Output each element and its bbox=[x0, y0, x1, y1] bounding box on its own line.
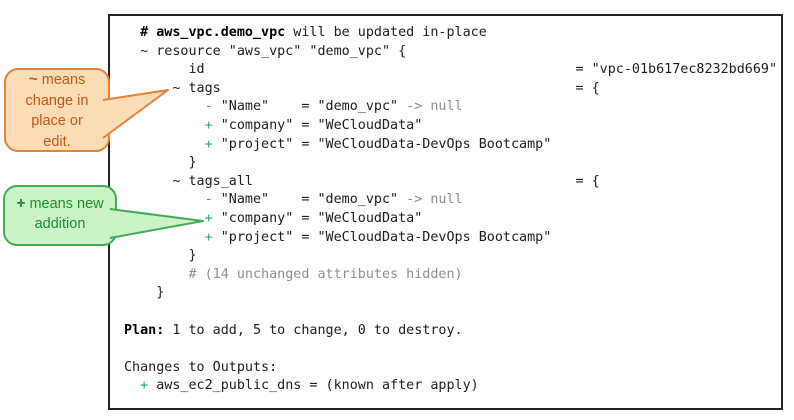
terminal-line: + "project" = "WeCloudData-DevOps Bootca… bbox=[124, 136, 777, 155]
terminal-line-segment: Changes to Outputs: bbox=[124, 359, 278, 375]
terminal-line-segment bbox=[124, 230, 205, 245]
terminal-line: Changes to Outputs: bbox=[124, 359, 777, 378]
terminal-line-segment bbox=[124, 25, 140, 40]
callout-tilde-line: ~ means bbox=[6, 70, 108, 91]
callout-tilde-line-segment: place or bbox=[31, 113, 83, 129]
callout-tilde-line-segment: means bbox=[37, 72, 86, 88]
callout-tilde-line-segment: ~ bbox=[28, 71, 38, 88]
terminal-line: ~ resource "aws_vpc" "demo_vpc" { bbox=[124, 43, 777, 62]
terminal-line bbox=[124, 340, 777, 359]
terminal-line-segment bbox=[124, 267, 189, 282]
terminal-line-segment: Plan: bbox=[124, 322, 165, 338]
terminal-line: + aws_ec2_public_dns = (known after appl… bbox=[124, 377, 777, 396]
terminal-line-segment bbox=[124, 137, 205, 152]
terminal-line-segment: will be updated in-place bbox=[285, 25, 487, 40]
terminal-line: + "project" = "WeCloudData-DevOps Bootca… bbox=[124, 229, 777, 248]
terraform-plan-panel: # aws_vpc.demo_vpc will be updated in-pl… bbox=[108, 14, 783, 410]
terminal-line-segment: + bbox=[204, 210, 213, 226]
terminal-line-segment: aws_ec2_public_dns = (known after apply) bbox=[148, 378, 479, 394]
callout-plus-note: + means new addition bbox=[3, 185, 117, 246]
terminal-line-segment bbox=[124, 99, 205, 114]
terminal-line-segment: 1 to add, 5 to change, 0 to destroy. bbox=[164, 322, 463, 338]
terminal-line-segment: } bbox=[124, 248, 197, 264]
terminal-line-segment: + bbox=[140, 378, 149, 394]
terminal-line-segment: + bbox=[204, 229, 213, 245]
terminal-line: - "Name" = "demo_vpc" -> null bbox=[124, 98, 777, 117]
terminal-line-segment: id = "vpc-01b617ec8232bd669" bbox=[124, 62, 778, 78]
callout-tilde-line: place or bbox=[6, 111, 108, 132]
terminal-line-segment: + bbox=[204, 117, 213, 133]
terminal-line-segment bbox=[124, 211, 205, 226]
terminal-line-segment: -> null bbox=[406, 99, 463, 115]
terminal-line-segment bbox=[124, 118, 205, 133]
terminal-line-segment: ~ resource "aws_vpc" "demo_vpc" { bbox=[124, 43, 407, 59]
terminal-line: ~ tags = { bbox=[124, 80, 777, 99]
terminal-line-segment: - bbox=[204, 99, 213, 115]
terminal-line: ~ tags_all = { bbox=[124, 173, 777, 192]
terminal-output: # aws_vpc.demo_vpc will be updated in-pl… bbox=[124, 24, 777, 396]
callout-plus-line-segment: + bbox=[16, 195, 26, 212]
terminal-line: + "company" = "WeCloudData" bbox=[124, 210, 777, 229]
terminal-line: # aws_vpc.demo_vpc will be updated in-pl… bbox=[124, 24, 777, 43]
terminal-line-segment: + bbox=[204, 136, 213, 152]
callout-plus-line-segment: addition bbox=[34, 216, 86, 232]
terminal-line-segment: -> null bbox=[406, 192, 463, 208]
callout-tilde-line: change in bbox=[6, 91, 108, 112]
terminal-line: } bbox=[124, 154, 777, 173]
terminal-line: id = "vpc-01b617ec8232bd669" bbox=[124, 61, 777, 80]
terminal-line-segment: ~ tags = { bbox=[124, 80, 600, 96]
terminal-line: # (14 unchanged attributes hidden) bbox=[124, 266, 777, 285]
callout-plus-line-segment: means new bbox=[25, 196, 104, 212]
callout-tilde-line-segment: change in bbox=[25, 92, 89, 109]
callout-plus-line: + means new bbox=[5, 193, 115, 214]
terminal-line-segment: # aws_vpc.demo_vpc bbox=[140, 25, 286, 40]
terminal-line-segment: "project" = "WeCloudData-DevOps Bootcamp… bbox=[212, 229, 552, 245]
terminal-line-segment bbox=[124, 378, 140, 393]
terminal-line bbox=[124, 303, 777, 322]
callout-tilde-line-segment: edit. bbox=[43, 133, 71, 150]
terminal-line-segment: "project" = "WeCloudData-DevOps Bootcamp… bbox=[212, 136, 552, 152]
terminal-line-segment: "company" = "WeCloudData" bbox=[212, 210, 423, 226]
terminal-line-segment: } bbox=[124, 285, 165, 301]
terminal-line: } bbox=[124, 284, 777, 303]
terminal-line-segment bbox=[124, 192, 205, 207]
callout-tilde-line: edit. bbox=[6, 132, 108, 153]
terminal-line: + "company" = "WeCloudData" bbox=[124, 117, 777, 136]
terminal-line-segment: ~ tags_all = { bbox=[124, 173, 600, 189]
terminal-line: - "Name" = "demo_vpc" -> null bbox=[124, 191, 777, 210]
terminal-line-segment: } bbox=[124, 155, 197, 171]
terminal-line: } bbox=[124, 247, 777, 266]
callout-plus-line: addition bbox=[5, 214, 115, 235]
terminal-line: Plan: 1 to add, 5 to change, 0 to destro… bbox=[124, 322, 777, 341]
terminal-line-segment: "Name" = "demo_vpc" bbox=[212, 99, 407, 115]
terminal-line-segment: "Name" = "demo_vpc" bbox=[212, 192, 407, 208]
terminal-line-segment: - bbox=[204, 192, 213, 208]
terminal-line-segment: "company" = "WeCloudData" bbox=[212, 117, 423, 133]
terminal-line-segment: # (14 unchanged attributes hidden) bbox=[188, 266, 463, 282]
